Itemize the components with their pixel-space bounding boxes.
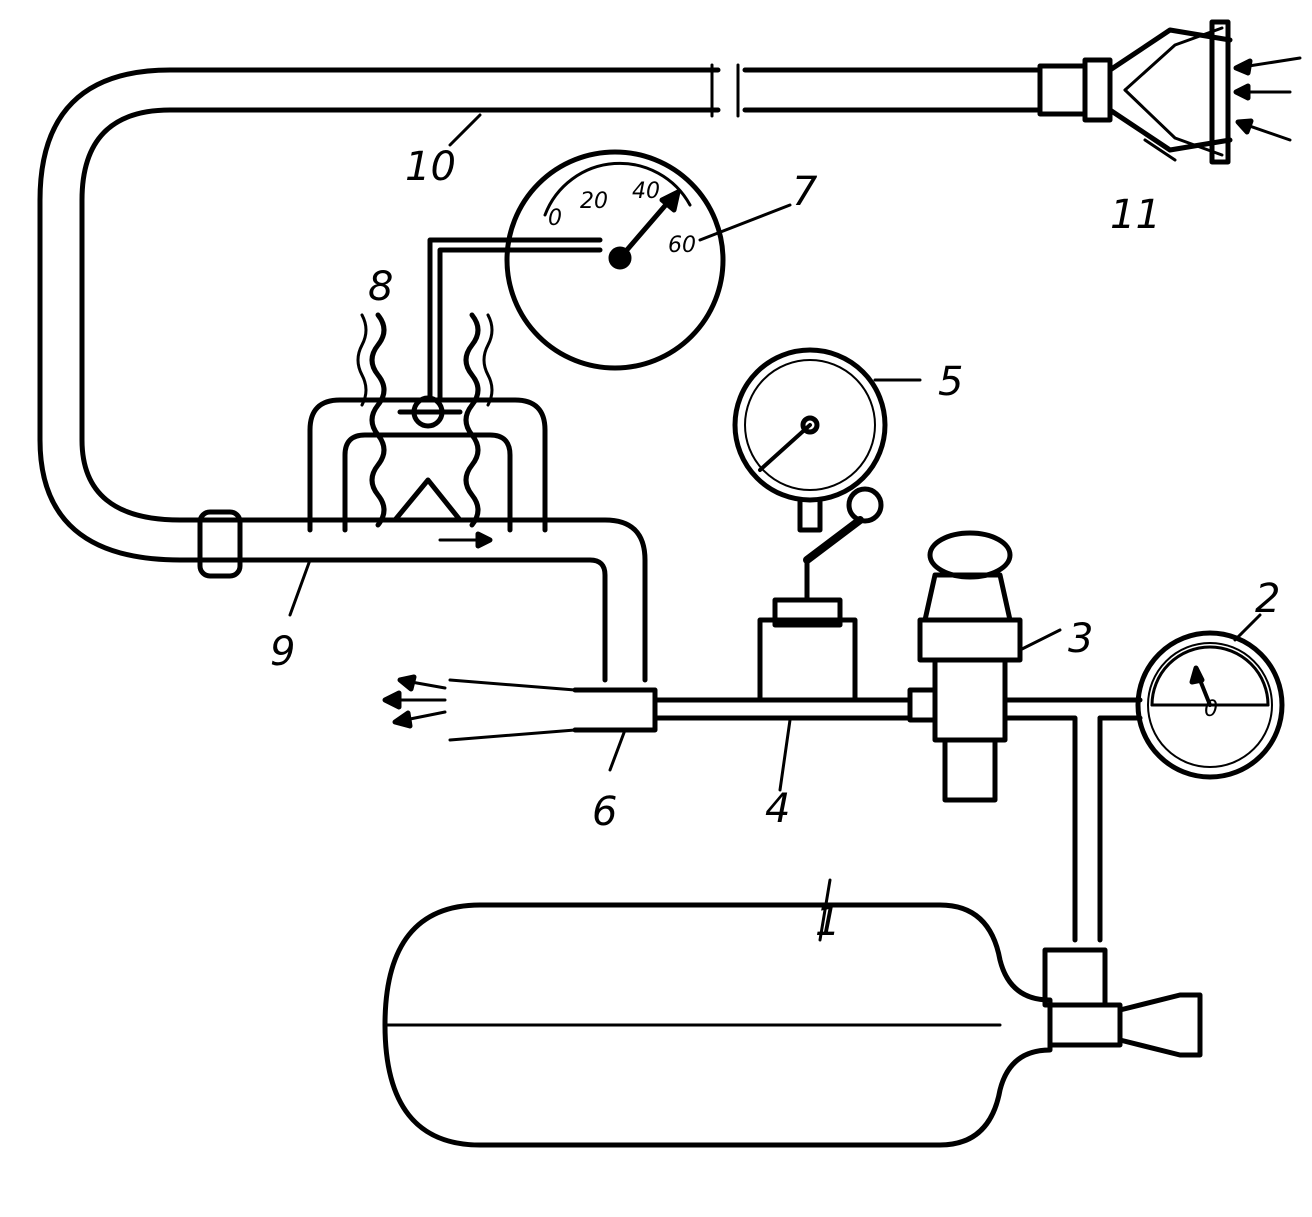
label-bellows: 8 <box>368 264 393 310</box>
label-hose: 10 <box>405 144 456 190</box>
gauge7-tick-20: 20 <box>580 189 608 214</box>
label-valve: 3 <box>1068 616 1093 662</box>
manifold-pipe <box>177 509 648 683</box>
ejector-nozzle <box>382 674 658 742</box>
high-pressure-line <box>1002 697 1143 943</box>
part-labels: 1 2 3 4 5 6 7 8 9 10 11 <box>270 144 1280 945</box>
gauge7-tick-60: 60 <box>668 233 696 258</box>
oxygen-cylinder <box>382 902 1203 1148</box>
high-pressure-gauge <box>1135 630 1285 780</box>
vacuum-gauge-scale: 0 20 40 60 <box>548 179 696 258</box>
gauge2-reading: 0 <box>1204 697 1218 722</box>
gauge7-tick-0: 0 <box>548 206 562 231</box>
label-ejector: 6 <box>592 789 617 835</box>
vacuum-gauge <box>427 149 726 403</box>
reduced-pressure-gauge <box>732 347 888 533</box>
shutoff-valve <box>907 530 1023 803</box>
label-gauge-low: 5 <box>938 359 963 405</box>
bellows-unit <box>307 312 548 533</box>
leader-lines <box>288 113 1262 942</box>
reducer-line <box>652 486 913 721</box>
label-manifold: 9 <box>270 629 295 675</box>
label-vacuum-gauge: 7 <box>792 169 818 215</box>
breathing-hose <box>37 63 1043 563</box>
label-gauge-high: 2 <box>1255 576 1280 622</box>
face-mask <box>1037 19 1302 165</box>
label-mask: 11 <box>1110 192 1161 238</box>
label-cylinder: 1 <box>815 899 840 945</box>
gauge7-tick-40: 40 <box>632 179 660 204</box>
label-reducer: 4 <box>765 786 790 832</box>
